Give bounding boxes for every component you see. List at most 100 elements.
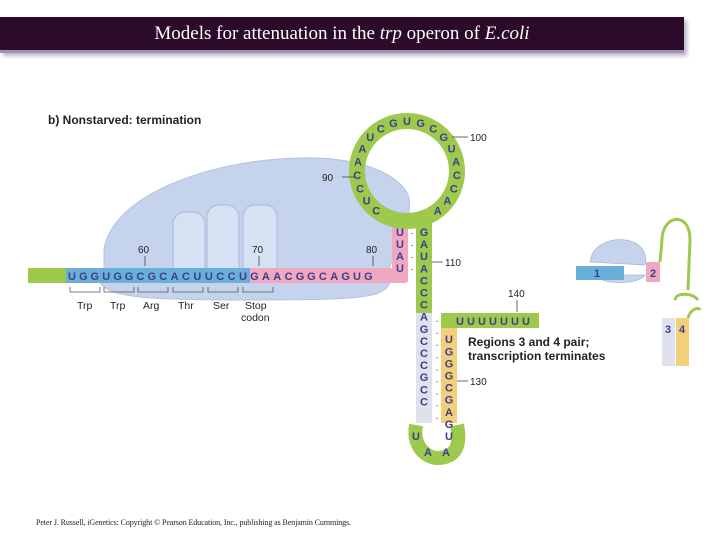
poly-u-nt-1: U [456, 316, 464, 328]
stem-right-nt-10: C [420, 336, 428, 348]
copyright-footer: Peter J. Russell, iGenetics: Copyright ©… [36, 518, 351, 527]
leader-nt-11: C [182, 271, 190, 283]
mrna-region-1-band [66, 268, 268, 283]
poly-u-tail-band [441, 313, 539, 328]
inset-tail [686, 306, 702, 319]
region-3-stem-right [416, 218, 432, 313]
stem-right-nt-15: C [420, 396, 428, 408]
pair-dot-lower-3: · [435, 340, 438, 351]
leader-nt-7: C [136, 271, 144, 283]
codon-label-thr: Thr [178, 300, 194, 312]
position-60: 60 [138, 245, 150, 256]
position-140: 140 [508, 289, 525, 300]
terminator-nt-4: G [445, 395, 454, 407]
inset-label-2: 2 [650, 268, 656, 280]
terminator-nt-9: U [445, 334, 453, 346]
codon-brackets [69, 287, 274, 293]
stem-right-nt-11: C [420, 348, 428, 360]
poly-u-nt-5: U [500, 316, 508, 328]
leader-nt-6: G [125, 271, 134, 283]
terminator-nt-7: G [445, 358, 454, 370]
mrna-5prime-tail [28, 268, 68, 283]
leader-nt-23: C [319, 271, 327, 283]
loop-nt-14: U [448, 143, 456, 155]
loop-nt-1: C [372, 205, 380, 217]
loop-nt-12: C [429, 123, 437, 135]
inset-ribosome-top [589, 239, 647, 266]
terminator-nt-8: G [445, 346, 454, 358]
leader-nt-20: C [285, 271, 293, 283]
leader-nt-13: U [205, 271, 213, 283]
position-80: 80 [366, 245, 378, 256]
stem-right-nt-13: G [420, 372, 429, 384]
inset-label-1: 1 [594, 268, 600, 280]
hairpin-loop-nt-1: U [412, 431, 420, 443]
inset-region-4-box [676, 318, 689, 366]
leader-nt-10: A [171, 271, 179, 283]
poly-u-nt-7: U [522, 316, 530, 328]
leader-nt-5: G [113, 271, 122, 283]
inset-region-2-box [646, 262, 660, 282]
loop-nt-15: A [452, 156, 460, 168]
pair-dot-lower-2: · [435, 328, 438, 339]
pair-dot-lower-9: · [435, 413, 438, 424]
terminator-nt-5: C [445, 383, 453, 395]
inset-diagram [576, 217, 702, 366]
stem-left-nt-3: U [396, 239, 404, 251]
stem-right-nt-7: C [420, 300, 428, 312]
leader-nt-15: C [228, 271, 236, 283]
pair-dot-lower-6: · [435, 377, 438, 388]
leader-nt-24: A [330, 271, 338, 283]
loop-nt-17: C [450, 183, 458, 195]
poly-u-nt-6: U [511, 316, 519, 328]
poly-u-nt-4: U [489, 316, 497, 328]
stem-right-nt-3: U [420, 251, 428, 263]
loop-nt-11: G [416, 118, 425, 130]
title-prefix: Models for attenuation in the [154, 23, 380, 44]
stem-right-nt-1: G [420, 227, 429, 239]
loop-nt-16: C [453, 170, 461, 182]
leader-nt-21: G [296, 271, 305, 283]
poly-u-nt-3: U [478, 316, 486, 328]
loop-nt-9: G [389, 118, 398, 130]
slide-title: Models for attenuation in the trp operon… [0, 17, 684, 50]
loop-nt-19: A [434, 205, 442, 217]
stem-right-nt-9: G [420, 324, 429, 336]
leader-nt-14: C [216, 271, 224, 283]
inset-lower-loop [673, 292, 700, 302]
codon-label-trp-1: Trp [77, 300, 93, 312]
leader-nt-3: G [91, 271, 100, 283]
pair-dot-lower-7: · [435, 389, 438, 400]
terminator-nt-2: G [445, 419, 454, 431]
pair-dot-upper-4: · [410, 264, 413, 275]
stem-right-nt-4: A [420, 263, 428, 275]
leader-nt-26: U [353, 271, 361, 283]
stem-left-nt-1: U [396, 263, 404, 275]
stem-right-nt-12: C [420, 360, 428, 372]
leader-nt-9: C [159, 271, 167, 283]
terminator-nt-3: A [445, 407, 453, 419]
ribosome-small-subunit [99, 281, 391, 301]
position-110: 110 [445, 258, 461, 269]
codon-label-arg: Arg [143, 300, 160, 312]
stem-right-nt-14: C [420, 384, 428, 396]
leader-nt-27: G [364, 271, 373, 283]
stem-right-nt-5: C [420, 275, 428, 287]
terminator-loop-band [408, 423, 466, 466]
pair-dot-upper-1: · [410, 228, 413, 239]
leader-nt-25: G [341, 271, 350, 283]
title-middle: operon of [401, 23, 485, 44]
loop-nt-18: A [443, 196, 451, 208]
inset-label-3: 3 [665, 324, 671, 336]
stem-left-nt-4: U [396, 227, 404, 239]
position-ticks [144, 136, 518, 382]
codon-label-codon: codon [241, 312, 270, 324]
stem-right-nt-8: A [420, 312, 428, 324]
position-90: 90 [322, 173, 334, 184]
title-italic-ecoli: E.coli [484, 23, 530, 44]
loop-nt-5: A [354, 156, 362, 168]
leader-nt-1: U [68, 271, 76, 283]
loop-nt-4: C [353, 170, 361, 182]
